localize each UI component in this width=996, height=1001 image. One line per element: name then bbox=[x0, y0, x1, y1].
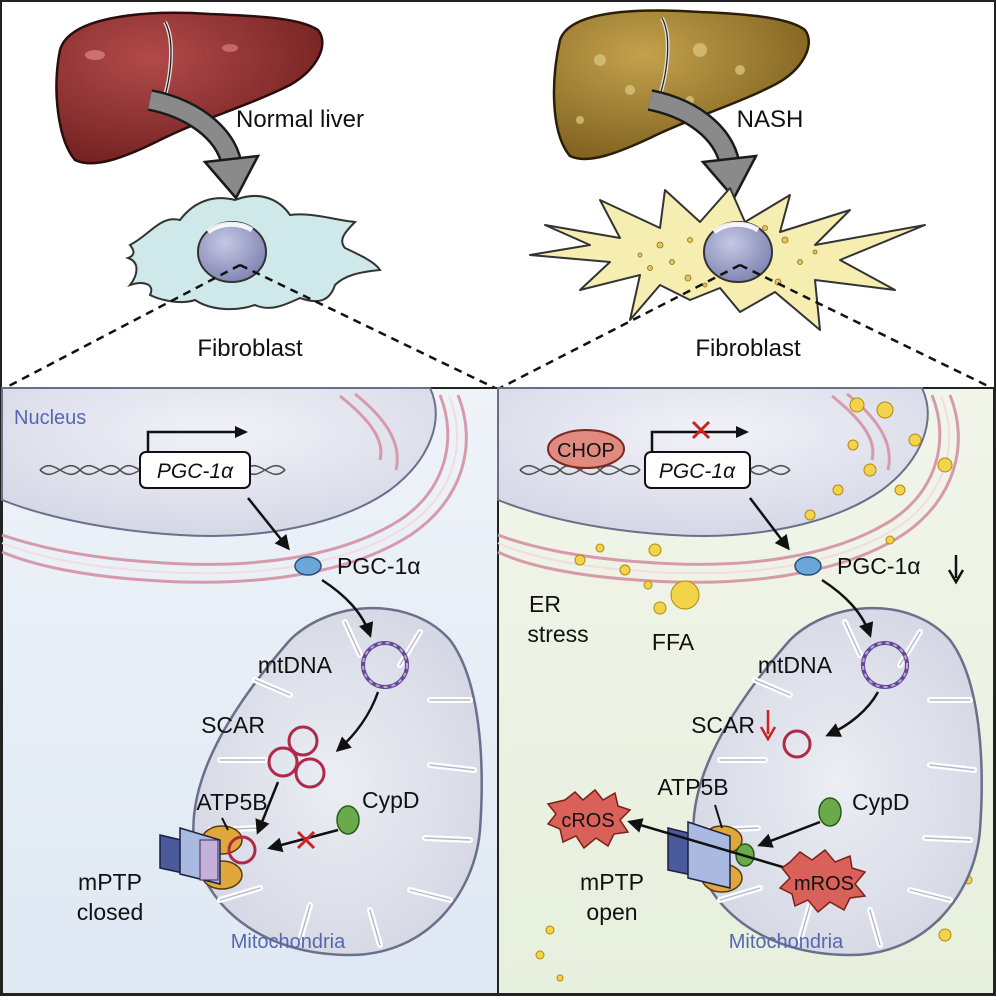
right-gene-label: PGC-1α bbox=[659, 460, 736, 483]
left-nucleus-label: Nucleus bbox=[14, 407, 86, 429]
cros-burst bbox=[546, 788, 632, 850]
right-dna-helix bbox=[519, 464, 791, 476]
nash-liver bbox=[552, 9, 811, 161]
right-atp5b-label: ATP5B bbox=[657, 774, 728, 800]
right-mptp-line1: mPTP bbox=[580, 869, 644, 895]
nash-liver-label: NASH bbox=[737, 106, 804, 133]
right-mitochondrion bbox=[692, 606, 983, 957]
nash-liver-arrow bbox=[647, 89, 759, 201]
chop-protein bbox=[547, 429, 625, 469]
left-mptp-line2: closed bbox=[77, 899, 143, 925]
right-mptp-line2: open bbox=[586, 899, 637, 925]
mros-burst bbox=[778, 848, 867, 914]
er-line2: stress bbox=[527, 621, 588, 647]
right-transcription-cross bbox=[691, 420, 711, 440]
left-scar-rings bbox=[267, 725, 326, 789]
right-mito-label: Mitochondria bbox=[729, 931, 844, 953]
normal-fibroblast bbox=[125, 195, 382, 311]
right-cypd-label: CypD bbox=[852, 789, 910, 815]
left-gene-label: PGC-1α bbox=[157, 460, 234, 483]
left-block-cross bbox=[296, 830, 316, 850]
normal-liver bbox=[55, 11, 324, 165]
left-cypd bbox=[336, 805, 360, 835]
left-panel: PGC-1α Nucleus PGC-1α bbox=[1, 387, 499, 995]
left-mtdna-ring bbox=[361, 641, 409, 689]
right-scar-ring bbox=[782, 729, 812, 759]
left-mitochondrion bbox=[192, 606, 483, 957]
left-mtdna-label: mtDNA bbox=[258, 652, 333, 678]
normal-liver-label: Normal liver bbox=[236, 106, 364, 133]
right-cypd bbox=[818, 797, 842, 827]
right-panel: CHOP PGC-1α PGC-1α ER stress FFA bbox=[497, 387, 995, 995]
right-mtdna-label: mtDNA bbox=[758, 652, 833, 678]
ffa-label: FFA bbox=[652, 629, 695, 655]
left-mptp-line1: mPTP bbox=[78, 869, 142, 895]
mros-label: mROS bbox=[794, 873, 854, 895]
cros-label: cROS bbox=[561, 810, 614, 832]
nash-fibroblast bbox=[529, 187, 926, 331]
left-mito-label: Mitochondria bbox=[231, 931, 346, 953]
left-cypd-label: CypD bbox=[362, 787, 420, 813]
er-line1: ER bbox=[529, 591, 561, 617]
right-scar-label: SCAR bbox=[691, 712, 755, 738]
left-atp5b-label: ATP5B bbox=[196, 789, 267, 815]
right-mtdna-ring bbox=[861, 641, 909, 689]
zoom-lines bbox=[4, 263, 993, 390]
left-scar-label: SCAR bbox=[201, 712, 265, 738]
right-protein-label: PGC-1α bbox=[837, 553, 921, 579]
left-protein-label: PGC-1α bbox=[337, 553, 421, 579]
nash-fibroblast-label: Fibroblast bbox=[695, 335, 801, 362]
chop-label: CHOP bbox=[557, 440, 615, 462]
normal-fibroblast-label: Fibroblast bbox=[197, 335, 303, 362]
normal-liver-arrow bbox=[147, 89, 261, 201]
left-mptp-complex bbox=[159, 825, 257, 890]
